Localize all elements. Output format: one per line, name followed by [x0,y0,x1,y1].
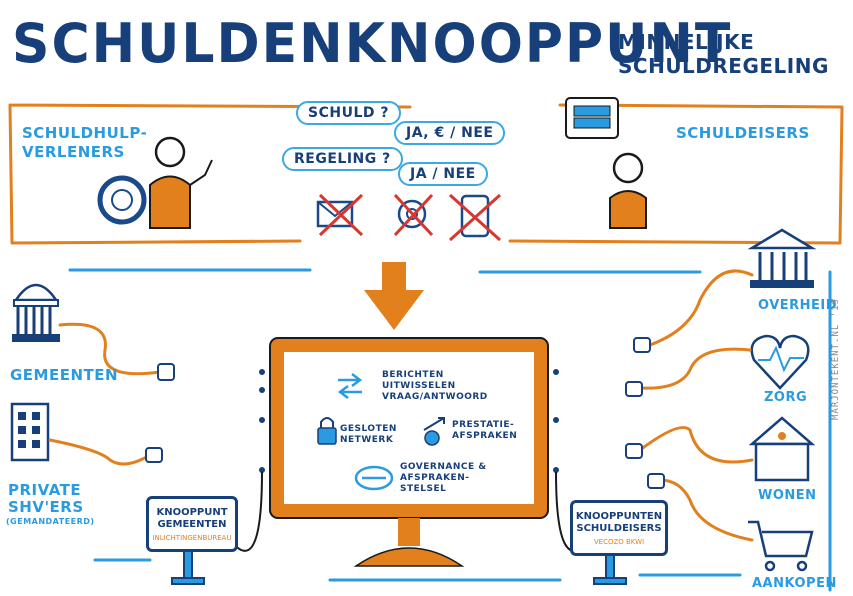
plug-icons [145,337,665,489]
vecozo-bkwi-label: VECOZO BKWI [593,538,645,546]
arrow-down-icon [364,262,424,330]
schuldhulpverleners-line-1: SCHULDHULP- [22,124,148,142]
zorg-label: ZORG [764,390,808,405]
bubble-schuld-answer: JA, € / NEE [394,121,506,145]
private-line-2: SHV'ERS [8,498,84,516]
screen-item-network-line-2: NETWERK [340,435,394,445]
overheid-label: OVERHEID [758,298,838,313]
page-subtitle: MINNELIJKE SCHULDREGELING [618,30,829,78]
screen-item-governance-line-2: AFSPRAKEN- [400,473,470,483]
cables [48,269,754,542]
blue-frame-lines [68,268,832,592]
screen-item-messages-line-1: BERICHTEN [382,370,444,380]
subtitle-line-2: SCHULDREGELING [618,54,829,78]
screen-item-performance-line-1: PRESTATIE- [452,420,515,430]
government-building-icon [747,228,817,288]
aankopen-label: AANKOPEN [752,576,837,591]
heart-pulse-icon [750,334,810,390]
screen-item-messages: BERICHTEN UITWISSELEN VRAAG/ANTWOORD [382,370,488,403]
top-panel-frame [8,103,844,245]
gemeenten-label: GEMEENTEN [10,366,119,384]
screen-item-performance-line-2: AFSPRAKEN [452,431,518,441]
helper-person-icon [97,136,213,229]
screen-item-messages-line-3: VRAAG/ANTWOORD [382,392,488,402]
private-line-1: PRIVATE [8,481,82,499]
screen-item-governance: GOVERNANCE & AFSPRAKEN- STELSEL [400,462,487,495]
envelope-icon [316,193,364,237]
performance-gear-icon [423,417,445,446]
bubble-regeling-question: REGELING ? [282,147,403,171]
screen-item-governance-line-3: STELSEL [400,484,447,494]
schuldeisers-label: SCHULDEISERS [676,124,810,142]
inlichtingenbureau-label: INLICHTINGENBUREAU [152,534,232,542]
screen-item-network-line-1: GESLOTEN [340,424,397,434]
knooppunten-schuldeisers-title-1: KNOOPPUNTEN [575,511,663,522]
bubble-regeling-answer: JA / NEE [398,162,488,186]
artist-credit: MARJONTEKENT.NL '19 [831,298,841,420]
phone-icon [448,193,502,242]
at-sign-icon [393,193,434,237]
schuldhulpverleners-line-2: VERLENERS [22,143,125,161]
office-building-icon [10,402,50,462]
screen-item-messages-line-2: UITWISSELEN [382,381,456,391]
page-title: SCHULDENKNOOPPUNT [12,12,733,76]
exchange-arrows-icon [337,373,363,399]
creditor-person-icon [565,97,647,229]
house-icon [748,416,816,482]
screen-item-governance-line-1: GOVERNANCE & [400,462,487,472]
subtitle-line-1: MINNELIJKE [618,30,755,54]
knooppunt-gemeenten-box: KNOOPPUNT GEMEENTEN INLICHTINGENBUREAU [146,496,238,552]
bubble-schuld-question: SCHULD ? [296,101,401,125]
screen-item-performance: PRESTATIE- AFSPRAKEN [452,420,517,442]
wonen-label: WONEN [758,488,817,503]
knooppunten-schuldeisers-box: KNOOPPUNTEN SCHULDEISERS VECOZO BKWI [570,500,668,556]
knooppunt-gemeenten-title-2: GEMEENTEN [157,519,227,530]
governance-handshake-icon [354,465,394,491]
shopping-cart-icon [748,520,814,572]
lock-icon [317,417,337,445]
knooppunten-schuldeisers-title-2: SCHULDEISERS [576,523,662,534]
town-hall-icon [12,283,60,342]
gemandateerd-note: (GEMANDATEERD) [6,517,95,526]
schuldhulpverleners-label: SCHULDHULP- VERLENERS [22,124,147,162]
screen-item-network: GESLOTEN NETWERK [340,424,397,446]
knooppunt-gemeenten-title-1: KNOOPPUNT [156,507,228,518]
private-shv-label: PRIVATE SHV'ERS [8,482,84,516]
